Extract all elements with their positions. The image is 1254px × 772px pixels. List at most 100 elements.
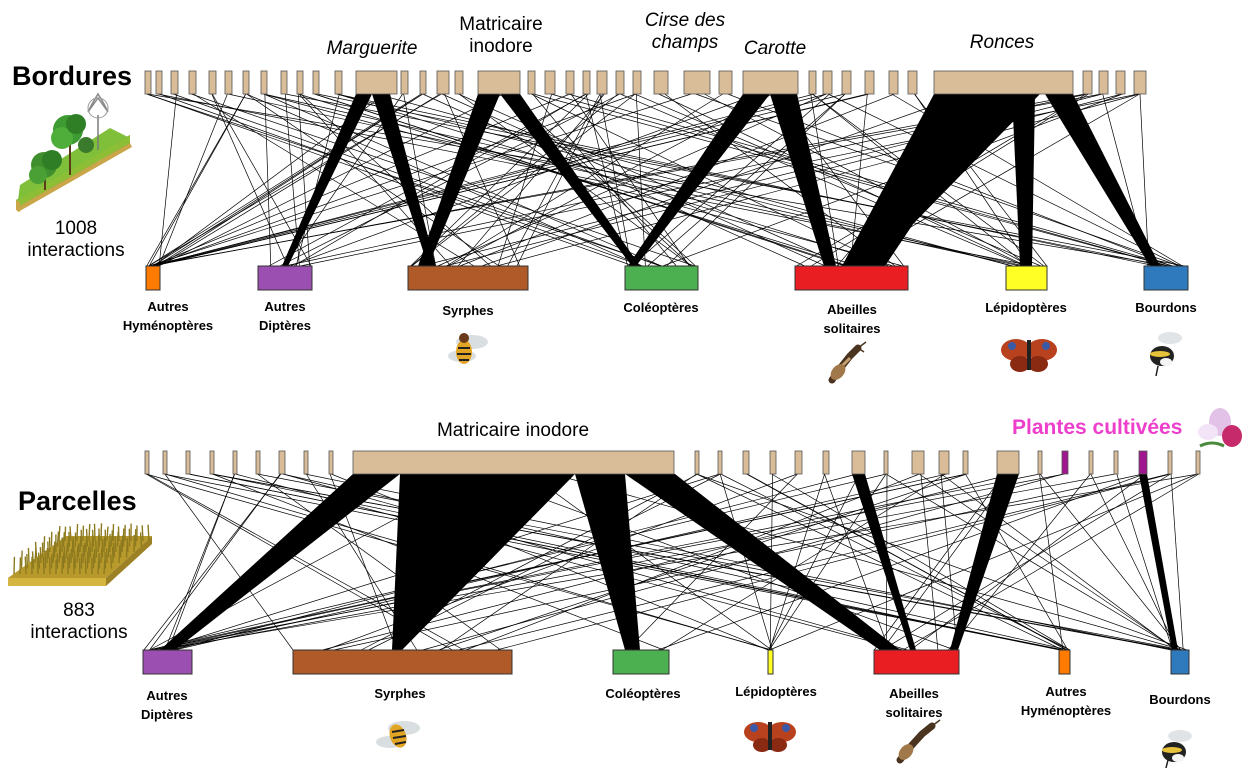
plant-node [933,70,1074,95]
crop-stalk [56,531,60,547]
label-line: solitaires [885,705,943,720]
crop-stalk [85,528,89,547]
crop-stalk [63,546,66,564]
interaction-link [289,93,759,267]
interaction-link [1139,474,1178,650]
interaction-link [437,93,827,267]
crop-stalk [76,546,79,564]
interaction-link [910,473,1146,651]
plant-node [742,450,750,475]
bottom-interaction-links [143,473,1200,651]
plant-node [1088,450,1094,475]
bottom-label-lepidopteres: Lépidoptères [735,684,817,699]
crop-stalk [61,556,64,575]
interaction-link [625,474,900,650]
plant-node [232,450,238,475]
bumblebee-icon [1162,730,1192,769]
plant-node [1167,450,1173,475]
bottom-node-syrphes [292,649,513,675]
plant-label-matricaire: Matricaire inodore [440,14,562,58]
plant-node [683,70,711,95]
interaction-link [392,474,575,650]
interaction-link [263,93,904,267]
plant-node [400,70,409,95]
crop-stalk [147,524,150,542]
top-insect-nodes [145,265,1189,291]
bottom-node-abeilles-solitaires [873,649,960,675]
interaction-link [148,93,247,267]
interaction-link [1170,473,1184,651]
interaction-link [628,94,770,266]
interaction-link [852,474,916,650]
interaction-link [438,473,967,651]
crop-stalk [93,548,96,564]
interaction-link [459,93,895,267]
interaction-link [411,93,619,267]
bottom-node-bourdons [1170,649,1190,675]
solitary-bee-icon [896,719,941,764]
crop-stalk [98,552,101,569]
crop-stalk [65,543,69,558]
plant-node [454,70,464,95]
interaction-link [143,473,282,651]
crop-stalk [34,541,38,558]
interaction-link [151,93,636,267]
plant-node [742,70,799,95]
interaction-link [295,93,340,267]
interaction-link [481,93,968,267]
plant-node [260,70,268,95]
interaction-link [282,94,372,266]
interaction-link [257,473,501,651]
crop-stalk [117,526,120,542]
top-label-abeilles-solitaires: Abeilles solitaires [800,300,904,338]
plant-node [822,450,830,475]
plant-node [596,70,608,95]
plant-node [419,70,427,95]
label-line: Autres [147,299,189,314]
crop-stalk [98,528,101,547]
plant-node [888,70,899,95]
interaction-link [158,93,504,267]
top-node-abeilles-solitaires [794,265,909,291]
interaction-link [147,93,1170,267]
interaction-link [158,93,228,267]
interaction-link [885,473,1179,651]
plant-node [334,70,343,95]
crop-stalk [107,541,110,558]
plant-node [1113,450,1119,475]
plant-node [1098,70,1109,95]
crop-stalk [48,537,51,553]
interaction-link [626,473,798,651]
plant-node [185,450,191,475]
crop-stalk [126,537,129,553]
plant-node [718,70,733,95]
plant-node [477,70,521,95]
plant-node [280,70,288,95]
crop-stalk [95,540,98,558]
plant-node [653,70,669,95]
interaction-link [293,93,586,267]
plant-node [615,70,625,95]
interaction-link [418,94,500,266]
plant-node [808,70,817,95]
plant-node [769,450,777,475]
crop-stalk [47,541,50,558]
bottom-count-label: interactions [30,622,128,643]
label-line: Diptères [258,318,312,333]
interaction-link [568,93,1174,267]
plant-node [1061,450,1069,475]
hoverfly-icon [448,333,488,364]
crop-stalk [106,526,109,542]
top-interaction-count: 1008 interactions [14,218,138,262]
plant-node [436,70,450,95]
interaction-link [156,93,424,267]
crop-stalk [52,547,55,564]
plant-node [694,450,700,475]
plant-label-carotte: Carotte [743,38,807,59]
interaction-link [441,93,826,267]
crop-stalk [114,536,117,553]
interaction-link [285,93,1185,267]
interaction-link [873,473,1005,651]
bumblebee-icon [1150,332,1182,377]
crop-stalk [31,551,35,569]
